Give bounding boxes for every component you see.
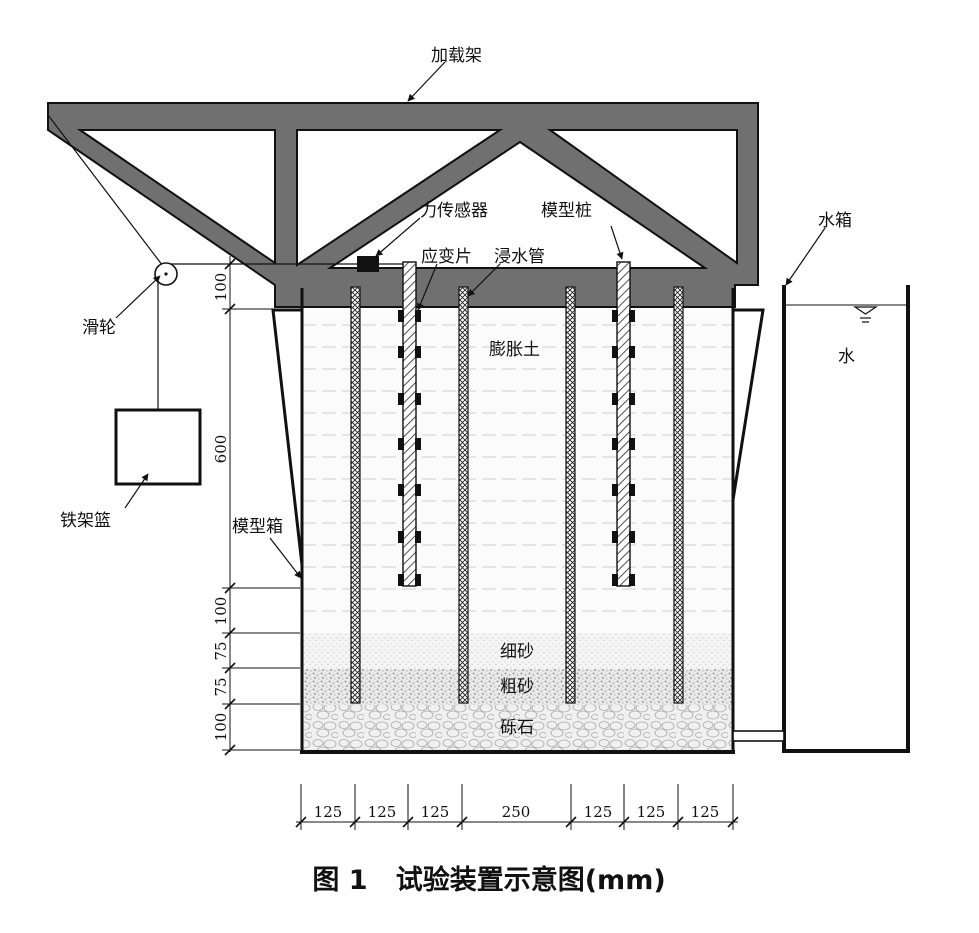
label-model-box: 模型箱 <box>232 517 283 537</box>
water-tank <box>732 285 910 753</box>
model-pile-right <box>612 261 635 587</box>
label-water: 水 <box>838 347 855 367</box>
label-gravel: 砾石 <box>500 718 534 738</box>
label-fine-sand: 细砂 <box>500 642 534 662</box>
vdim-4: 75 <box>212 641 230 660</box>
hdim-5: 125 <box>584 803 613 821</box>
vdim-3: 100 <box>212 597 230 626</box>
hdim-3: 125 <box>421 803 450 821</box>
vertical-dimension <box>222 256 300 756</box>
label-expansive-soil: 膨胀土 <box>489 340 540 360</box>
hdim-4: 250 <box>502 803 531 821</box>
label-soaking-pipe: 浸水管 <box>494 247 545 267</box>
label-coarse-sand: 粗砂 <box>500 677 534 697</box>
soaking-pipes <box>350 286 684 704</box>
label-pulley: 滑轮 <box>82 318 116 338</box>
soil-layers <box>302 310 733 751</box>
hdim-6: 125 <box>637 803 666 821</box>
hdim-7: 125 <box>691 803 720 821</box>
hdim-2: 125 <box>368 803 397 821</box>
label-water-tank: 水箱 <box>818 211 852 231</box>
model-box <box>271 288 765 754</box>
water-level-icon <box>853 306 878 323</box>
label-loading-frame: 加载架 <box>431 46 482 66</box>
vdim-6: 100 <box>212 713 230 742</box>
label-strain-gauge: 应变片 <box>421 247 472 267</box>
vdim-1: 100 <box>212 273 230 302</box>
label-model-pile: 模型桩 <box>541 201 592 221</box>
vdim-5: 75 <box>212 677 230 696</box>
label-force-sensor: 力传感器 <box>420 201 488 221</box>
figure-caption: 图 1 试验装置示意图(mm) <box>312 864 665 896</box>
hdim-1: 125 <box>314 803 343 821</box>
iron-basket <box>114 408 202 486</box>
label-iron-basket: 铁架篮 <box>60 511 111 531</box>
loading-frame <box>47 102 759 308</box>
leader-arrows <box>115 61 826 579</box>
force-sensor <box>357 256 379 272</box>
vdim-2: 600 <box>212 435 230 464</box>
model-pile-left <box>398 261 421 587</box>
horizontal-dimension <box>295 784 739 830</box>
